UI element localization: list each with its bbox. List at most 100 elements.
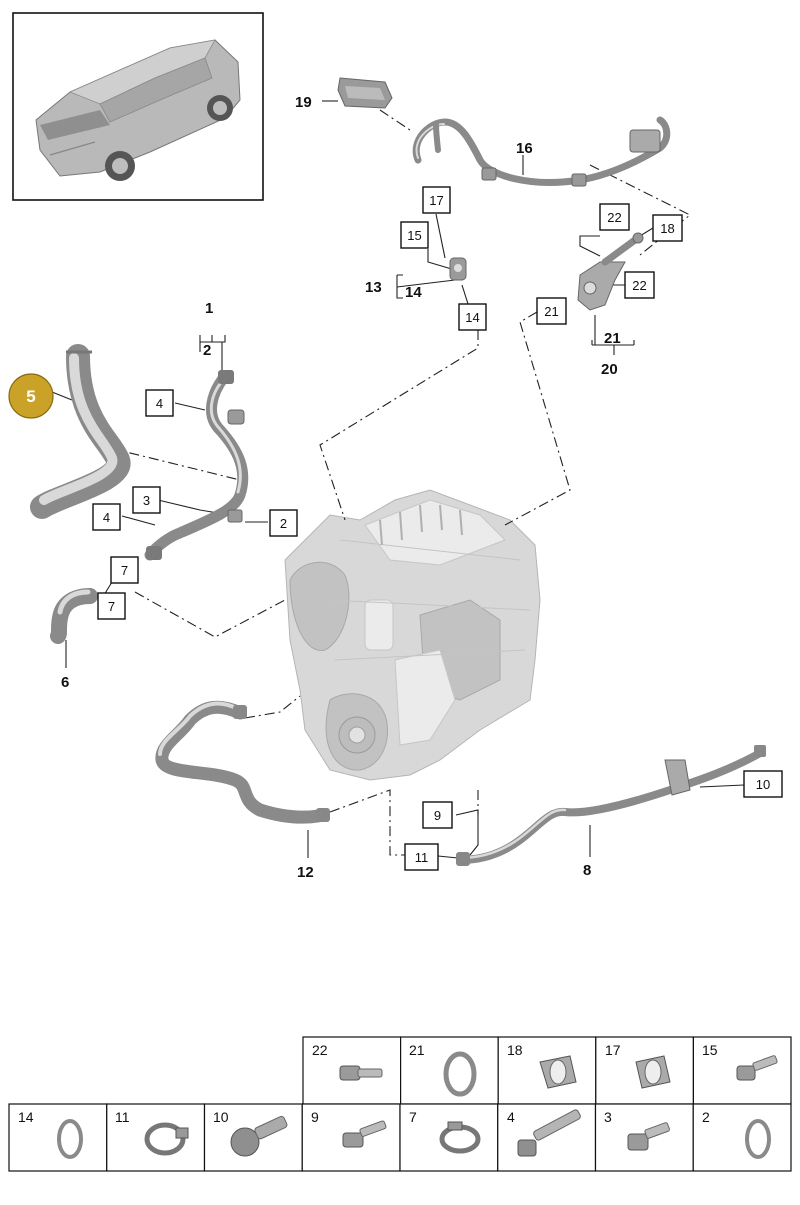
svg-text:17: 17 (429, 193, 443, 208)
flange-bolt-icon (230, 1115, 288, 1157)
boxed-callout-15: 15 (400, 221, 429, 249)
svg-text:22: 22 (312, 1042, 328, 1058)
hose-clamp-icon (144, 1122, 189, 1156)
engine-block (284, 489, 541, 781)
gasket-19 (337, 77, 393, 109)
callout-16: 16 (516, 140, 533, 157)
legend-cell-9: 9 (301, 1103, 401, 1172)
svg-text:4: 4 (103, 510, 110, 525)
svg-text:9: 9 (311, 1109, 319, 1125)
callout-20: 20 (601, 361, 618, 378)
callout-21-bold: 21 (604, 330, 621, 347)
bracket-21 (577, 232, 644, 311)
svg-text:15: 15 (407, 228, 421, 243)
boxed-callout-9: 9 (422, 801, 453, 829)
svg-text:21: 21 (544, 304, 558, 319)
callout-13: 13 (365, 279, 382, 296)
hose-5 (30, 344, 131, 519)
pipe-8 (456, 745, 766, 866)
svg-text:7: 7 (121, 563, 128, 578)
callout-labels: 19 16 13 14 1 2 21 20 6 12 8 (61, 94, 621, 881)
leader-lines (51, 100, 745, 859)
svg-text:15: 15 (702, 1042, 718, 1058)
legend-cell-10: 10 (203, 1103, 303, 1172)
legend-cell-3: 3 (594, 1103, 694, 1172)
hose-clamp-icon (439, 1121, 481, 1154)
bolt-icon (339, 1065, 383, 1081)
parts-drawings (30, 77, 766, 866)
svg-text:7: 7 (108, 599, 115, 614)
legend-cell-11: 11 (106, 1103, 206, 1172)
boxed-callout-18: 18 (652, 214, 683, 242)
legend-cell-17: 17 (595, 1036, 694, 1105)
pipe-16 (412, 116, 671, 187)
highlight-badge-5: 5 (8, 373, 54, 419)
legend-cell-4: 4 (497, 1103, 597, 1172)
legend-cell-15: 15 (692, 1036, 792, 1105)
legend-cell-7: 7 (399, 1103, 499, 1172)
hose-12 (155, 700, 330, 824)
boxed-callout-22-top: 22 (599, 203, 630, 231)
parts-legend-table: 22 21 18 17 15 14 11 10 9 7 4 3 2 (8, 1036, 792, 1172)
boxed-callout-14: 14 (458, 303, 487, 331)
hose-6 (50, 588, 98, 644)
svg-text:22: 22 (607, 210, 621, 225)
legend-cell-21: 21 (400, 1036, 499, 1105)
boxed-callout-11: 11 (404, 843, 439, 871)
svg-text:18: 18 (660, 221, 674, 236)
svg-text:21: 21 (409, 1042, 425, 1058)
svg-text:9: 9 (434, 808, 441, 823)
vehicle-thumbnail (12, 12, 264, 201)
svg-text:11: 11 (115, 1109, 130, 1125)
callout-14-bold: 14 (405, 284, 422, 301)
boxed-callout-7-a: 7 (110, 556, 139, 584)
boxed-callout-2-side: 2 (269, 509, 298, 537)
ring-seal-icon (443, 1051, 477, 1097)
svg-text:10: 10 (756, 777, 770, 792)
bolt-icon (627, 1122, 670, 1151)
svg-text:2: 2 (280, 516, 287, 531)
callout-19: 19 (295, 94, 312, 111)
clip-icon (635, 1055, 671, 1089)
svg-text:14: 14 (465, 310, 479, 325)
svg-text:18: 18 (507, 1042, 523, 1058)
legend-cell-18: 18 (497, 1036, 597, 1105)
boxed-callout-4-top: 4 (145, 389, 174, 417)
callout-2-bold: 2 (203, 342, 211, 359)
boxed-callout-10: 10 (743, 770, 783, 798)
boxed-callout-17: 17 (422, 186, 451, 214)
callout-12: 12 (297, 864, 314, 881)
svg-text:5: 5 (26, 387, 35, 406)
ring-seal-icon (745, 1119, 771, 1159)
legend-cell-22: 22 (302, 1036, 402, 1105)
callout-8: 8 (583, 862, 591, 879)
pipe-1 (144, 370, 249, 561)
svg-text:14: 14 (18, 1109, 34, 1125)
bolt-icon (342, 1120, 387, 1148)
boxed-callout-22-side: 22 (624, 271, 655, 299)
svg-text:11: 11 (415, 850, 429, 865)
svg-text:17: 17 (605, 1042, 621, 1058)
legend-cell-14: 14 (8, 1103, 108, 1172)
connector-13 (449, 257, 467, 281)
svg-text:2: 2 (702, 1109, 710, 1125)
svg-text:4: 4 (507, 1109, 515, 1125)
svg-text:4: 4 (156, 396, 163, 411)
clip-icon (539, 1055, 577, 1089)
svg-text:7: 7 (409, 1109, 417, 1125)
long-bolt-icon (517, 1109, 581, 1157)
svg-text:10: 10 (213, 1109, 229, 1125)
boxed-callout-7-b: 7 (97, 592, 126, 620)
svg-text:3: 3 (604, 1109, 612, 1125)
svg-text:3: 3 (143, 493, 150, 508)
boxed-callout-3: 3 (132, 486, 161, 514)
boxed-callouts: 17 15 14 22 18 22 21 4 3 4 2 7 7 9 10 11 (92, 186, 783, 871)
car-icon (35, 39, 241, 181)
boxed-callout-21: 21 (536, 297, 567, 325)
callout-1: 1 (205, 300, 213, 317)
boxed-callout-4-bottom: 4 (92, 503, 121, 531)
callout-6: 6 (61, 674, 69, 691)
bolt-icon (736, 1055, 778, 1081)
legend-cell-2: 2 (692, 1103, 792, 1172)
